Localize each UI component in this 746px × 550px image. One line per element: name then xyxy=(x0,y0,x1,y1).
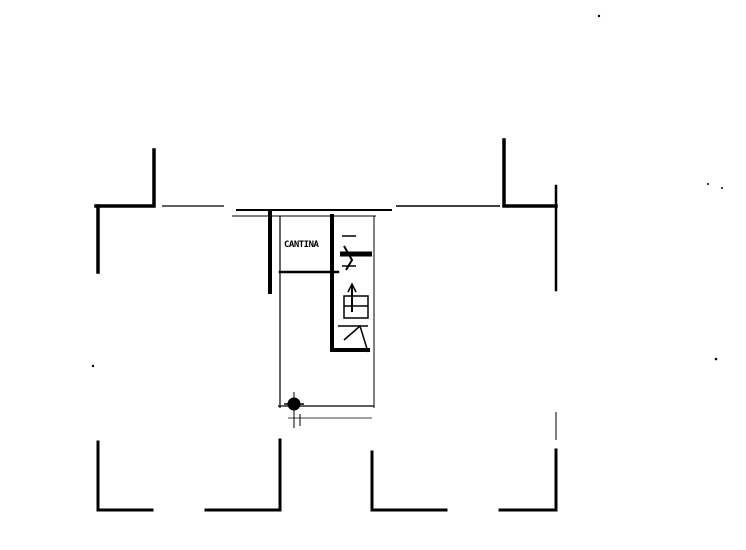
stair-detail xyxy=(338,282,369,353)
wall-stair-block xyxy=(330,214,370,352)
entry-symbol xyxy=(284,392,304,428)
wall-top-right-corner xyxy=(502,138,558,208)
stair-diagonal xyxy=(343,324,369,353)
wall-top-left-corner xyxy=(94,148,156,208)
thick-walls xyxy=(94,138,558,512)
stray-marks xyxy=(91,14,723,368)
wall-bottom-mid-right xyxy=(370,450,448,512)
wall-bottom-right-corner xyxy=(498,448,558,512)
door-swing xyxy=(343,245,354,271)
thin-walls xyxy=(162,205,557,440)
stair-arrow-head xyxy=(347,282,357,293)
stair-landing xyxy=(343,295,369,319)
room-label-cantina: CANTINA xyxy=(284,240,319,250)
wall-bottom-left-corner xyxy=(96,440,154,512)
cantina-door xyxy=(340,235,372,271)
wall-bottom-mid-left xyxy=(204,438,282,512)
